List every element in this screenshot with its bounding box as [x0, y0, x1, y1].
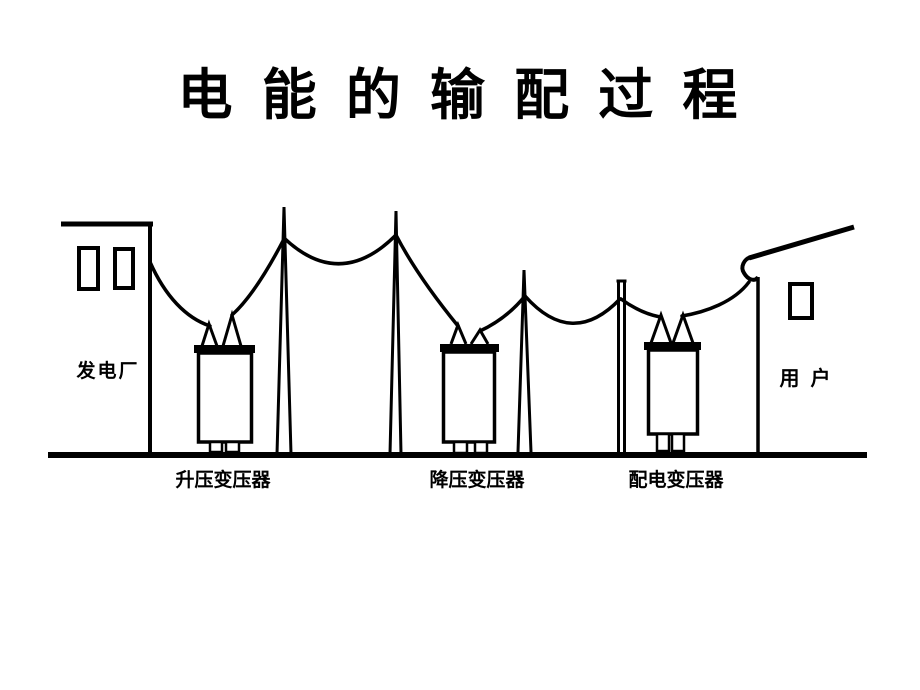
transformer-top-bar: [194, 345, 255, 353]
bushing-right: [671, 310, 695, 344]
house-window: [788, 282, 814, 320]
transformer-foot: [473, 440, 489, 455]
transformer-body: [441, 350, 497, 444]
transformer-label-step-up: 升压变压器: [175, 468, 271, 491]
transformer-step-down: [440, 320, 499, 455]
house-roof: [748, 224, 855, 261]
transformer-foot: [452, 440, 469, 455]
transformer-foot: [670, 432, 686, 453]
ground-line: [48, 452, 867, 458]
wire-distribution-to-house: [680, 280, 751, 318]
wire-stepup-to-pole1: [230, 237, 286, 317]
transformer-label-distribution: 配电变压器: [628, 468, 724, 491]
wire-pole2-to-stepdown: [394, 233, 460, 328]
power-plant-window-2: [113, 247, 135, 290]
transformer-label-step-down: 降压变压器: [429, 468, 525, 491]
user-label: 用 户: [780, 366, 833, 390]
pole-3: [516, 269, 533, 453]
wire-stepdown-to-pole3: [478, 294, 527, 333]
bushing-right: [221, 309, 243, 347]
wire-plant-to-stepup: [148, 260, 212, 328]
transformer-top-bar: [644, 342, 701, 350]
power-plant-label: 发电厂: [75, 359, 139, 382]
transformer-step-up: [194, 309, 255, 454]
wire-pole4-to-distribution: [619, 297, 662, 319]
bushing-left: [449, 320, 468, 345]
power-plant-window-1: [77, 246, 100, 291]
transmission-wires: [148, 233, 751, 333]
pole-2: [388, 210, 403, 455]
transformer-body: [646, 348, 700, 436]
transformer-distribution: [644, 310, 701, 453]
transformer-foot: [224, 440, 241, 454]
pole-4: [616, 279, 627, 454]
wire-pole1-to-pole2: [282, 233, 398, 266]
wire-pole3-to-pole4: [523, 294, 622, 325]
transformer-body: [196, 351, 254, 444]
bushing-left: [649, 310, 673, 344]
transformer-foot: [208, 440, 224, 454]
transmission-poles: [275, 206, 627, 455]
slide-title: 电 能 的 输 配 过 程: [177, 62, 743, 127]
bushing-right: [469, 327, 490, 345]
transformer-foot: [655, 432, 671, 453]
user-house: 用 户: [740, 224, 855, 453]
power-plant-building: 发电厂: [61, 221, 153, 455]
house-eave-curl: [740, 255, 760, 282]
pole-1: [275, 206, 293, 455]
transformer-top-bar: [440, 344, 499, 352]
bushing-left: [200, 319, 219, 347]
